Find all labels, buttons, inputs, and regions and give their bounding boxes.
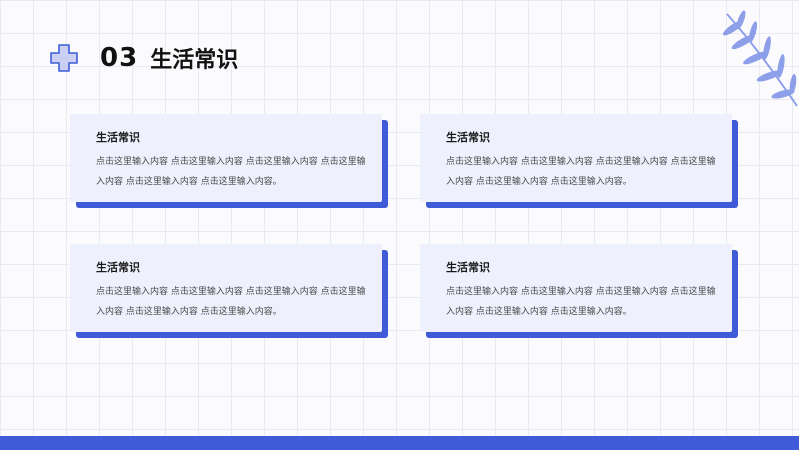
page-title: 生活常识 [150, 48, 239, 73]
card-body: 点击这里输入内容 点击这里输入内容 点击这里输入内容 点击这里输入内容 点击这里… [446, 287, 716, 317]
footer-bar [0, 436, 799, 450]
card-body: 点击这里输入内容 点击这里输入内容 点击这里输入内容 点击这里输入内容 点击这里… [96, 287, 366, 317]
section-header: 03 生活常识 [50, 38, 238, 78]
card-face: 生活常识 点击这里输入内容 点击这里输入内容 点击这里输入内容 点击这里输入内容… [70, 244, 382, 332]
card-title: 生活常识 [96, 131, 140, 144]
card-title: 生活常识 [446, 131, 490, 144]
card-face: 生活常识 点击这里输入内容 点击这里输入内容 点击这里输入内容 点击这里输入内容… [70, 114, 382, 202]
card-body: 点击这里输入内容 点击这里输入内容 点击这里输入内容 点击这里输入内容 点击这里… [446, 157, 716, 187]
card-face: 生活常识 点击这里输入内容 点击这里输入内容 点击这里输入内容 点击这里输入内容… [420, 244, 732, 332]
card-body: 点击这里输入内容 点击这里输入内容 点击这里输入内容 点击这里输入内容 点击这里… [96, 157, 366, 187]
leaf-decoration-icon [719, 10, 799, 110]
card-face: 生活常识 点击这里输入内容 点击这里输入内容 点击这里输入内容 点击这里输入内容… [420, 114, 732, 202]
card-title: 生活常识 [446, 261, 490, 274]
info-card-2: 生活常识 点击这里输入内容 点击这里输入内容 点击这里输入内容 点击这里输入内容… [420, 114, 738, 208]
section-number: 03 [100, 43, 139, 73]
plus-cross-icon [50, 44, 78, 72]
card-title: 生活常识 [96, 261, 140, 274]
info-card-1: 生活常识 点击这里输入内容 点击这里输入内容 点击这里输入内容 点击这里输入内容… [70, 114, 388, 208]
info-card-4: 生活常识 点击这里输入内容 点击这里输入内容 点击这里输入内容 点击这里输入内容… [420, 244, 738, 338]
info-card-3: 生活常识 点击这里输入内容 点击这里输入内容 点击这里输入内容 点击这里输入内容… [70, 244, 388, 338]
